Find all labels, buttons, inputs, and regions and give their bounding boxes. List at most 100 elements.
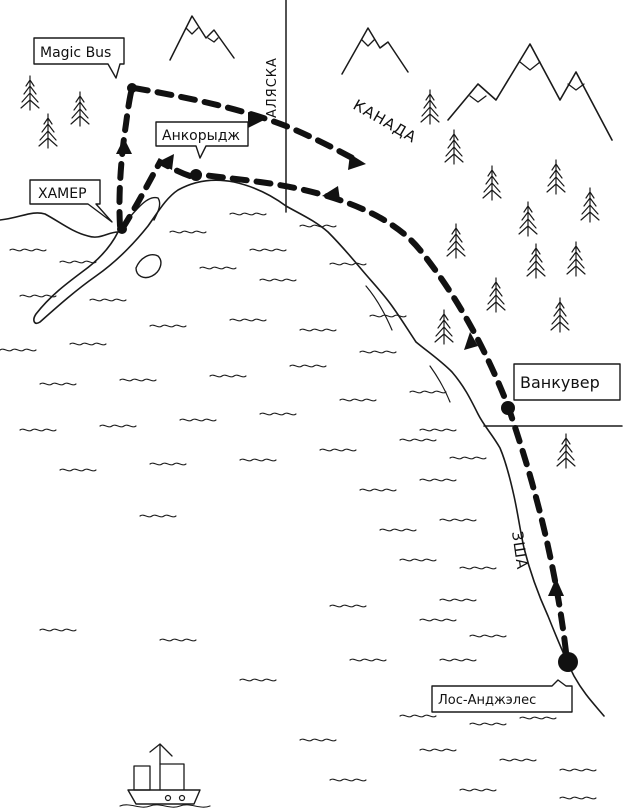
island: [135, 254, 162, 279]
pine-tree-icon: [550, 297, 570, 333]
ocean: [0, 212, 597, 800]
wave-mark: [519, 716, 557, 720]
wave-mark: [149, 324, 187, 328]
wave-mark: [329, 262, 367, 266]
wave-mark: [119, 378, 157, 382]
wave-mark: [459, 566, 497, 570]
mountain-icon: [169, 15, 235, 61]
label-magic-bus: Magic Bus: [33, 37, 125, 79]
wave-mark: [19, 428, 57, 432]
svg-text:Лос-Анджэлес: Лос-Анджэлес: [438, 693, 536, 708]
wave-mark: [229, 318, 267, 322]
wave-mark: [329, 778, 367, 782]
wave-mark: [469, 722, 507, 726]
wave-mark: [439, 658, 477, 662]
wave-mark: [199, 266, 237, 270]
wave-mark: [209, 374, 247, 378]
wave-mark: [399, 714, 437, 718]
wave-mark: [299, 738, 337, 742]
wave-mark: [329, 604, 367, 608]
city-dot-icon: [190, 169, 202, 181]
city-dot-icon: [558, 652, 578, 672]
pine-tree-icon: [482, 165, 502, 201]
svg-text:Анкорыдж: Анкорыдж: [162, 128, 240, 144]
label-los-angeles: Лос-Анджэлес: [431, 679, 573, 713]
route-arrows: [116, 112, 564, 596]
mountains: [169, 15, 613, 141]
wave-mark: [419, 748, 457, 752]
wave-mark: [399, 558, 437, 562]
wave-mark: [239, 678, 277, 682]
wave-mark: [339, 398, 377, 402]
arrow-icon: [548, 578, 564, 596]
wave-mark: [39, 628, 77, 632]
wave-mark: [459, 788, 497, 792]
pine-tree-icon: [556, 433, 576, 469]
country-label-usa: ЗША: [508, 530, 531, 571]
forest: [20, 75, 600, 469]
city-dot-icon: [117, 224, 127, 234]
label-homer: ХАМЕР: [29, 179, 113, 223]
wave-mark: [499, 758, 537, 762]
wave-mark: [419, 478, 457, 482]
city-dot-icon: [501, 401, 515, 415]
label-vancouver: Ванкувер: [513, 363, 621, 401]
wave-mark: [169, 230, 207, 234]
wave-mark: [99, 424, 137, 428]
travel-route: [116, 85, 569, 655]
route-anchorage-homer: [121, 158, 193, 229]
wave-mark: [289, 364, 327, 368]
arrow-icon: [348, 154, 366, 170]
label-anchorage: Анкорыдж: [155, 121, 249, 159]
arrow-icon: [322, 186, 340, 200]
wave-mark: [299, 224, 337, 228]
wave-mark: [259, 412, 297, 416]
pine-tree-icon: [518, 201, 538, 237]
svg-text:ХАМЕР: ХАМЕР: [38, 186, 87, 202]
wave-mark: [249, 248, 287, 252]
wave-mark: [149, 462, 187, 466]
pine-tree-icon: [526, 243, 546, 279]
pine-tree-icon: [38, 113, 58, 149]
svg-text:Ванкувер: Ванкувер: [520, 373, 600, 392]
mountain-icon: [341, 27, 409, 75]
wave-mark: [369, 314, 407, 318]
wave-mark: [319, 448, 357, 452]
pine-tree-icon: [566, 241, 586, 277]
wave-mark: [449, 456, 487, 460]
wave-mark: [9, 248, 47, 252]
wave-mark: [299, 328, 337, 332]
wave-mark: [139, 514, 177, 518]
route-la-vancouver: [505, 403, 569, 655]
pine-tree-icon: [434, 309, 454, 345]
wave-mark: [359, 488, 397, 492]
country-label-canada: КАНАДА: [350, 96, 420, 147]
route-vancouver-anchorage: [193, 171, 507, 399]
country-label-alaska: АЛЯСКА: [265, 57, 280, 118]
wave-mark: [59, 468, 97, 472]
wave-mark: [409, 390, 447, 394]
boat-icon: [119, 743, 211, 808]
arrow-icon: [116, 138, 132, 154]
wave-mark: [0, 348, 37, 352]
wave-mark: [419, 618, 457, 622]
pine-tree-icon: [20, 75, 40, 111]
wave-mark: [89, 298, 127, 302]
wave-mark: [229, 212, 267, 216]
wave-mark: [259, 278, 297, 282]
wave-mark: [359, 350, 397, 354]
wave-mark: [349, 658, 387, 662]
wave-mark: [239, 458, 277, 462]
wave-mark: [179, 418, 217, 422]
pine-tree-icon: [70, 91, 90, 127]
coastline: [0, 179, 605, 717]
pine-tree-icon: [444, 129, 464, 165]
wave-mark: [439, 518, 477, 522]
arrow-icon: [248, 112, 264, 128]
wave-mark: [69, 342, 107, 346]
wave-mark: [59, 260, 97, 264]
wave-mark: [159, 638, 197, 642]
wave-mark: [19, 294, 57, 298]
arrow-icon: [158, 154, 174, 170]
